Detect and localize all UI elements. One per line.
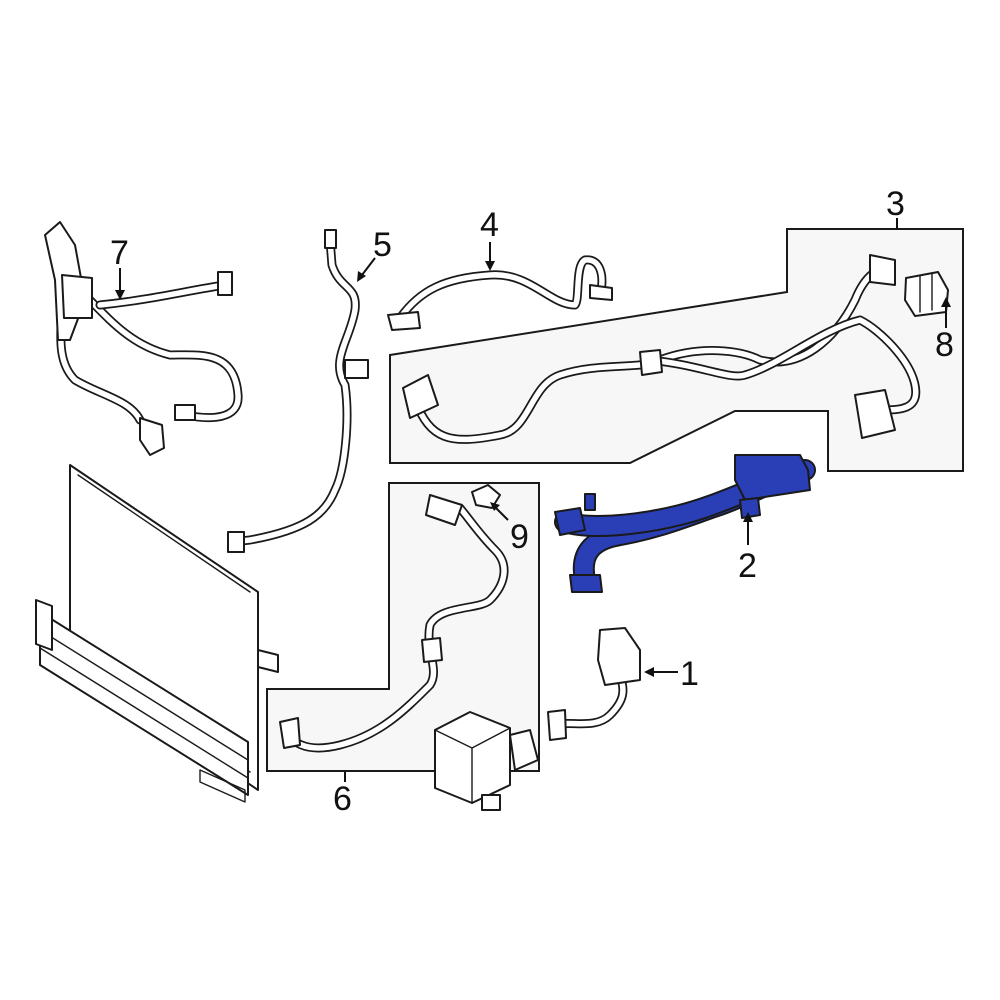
part-7-hose bbox=[44, 221, 243, 456]
part-3-hose bbox=[402, 254, 921, 444]
callout-7: 7 bbox=[110, 234, 129, 272]
part-2-highlighted-hose bbox=[554, 454, 816, 593]
part-1-line bbox=[547, 627, 641, 741]
callout-leaders bbox=[115, 218, 951, 782]
callout-2: 2 bbox=[738, 547, 757, 585]
callout-9: 9 bbox=[510, 518, 529, 556]
callout-5: 5 bbox=[373, 226, 392, 264]
callout-1: 1 bbox=[680, 655, 699, 693]
group-box-part-3 bbox=[389, 228, 964, 472]
part-6-hose bbox=[279, 494, 509, 753]
callout-6: 6 bbox=[333, 780, 352, 818]
part-5-line bbox=[227, 229, 369, 553]
callout-8: 8 bbox=[935, 326, 954, 364]
condenser bbox=[35, 464, 279, 803]
group-box-part-6-body bbox=[266, 482, 540, 772]
part-9-fitting bbox=[471, 484, 501, 509]
part-8-connector bbox=[904, 271, 949, 317]
part-4-hose bbox=[387, 255, 613, 331]
callout-3: 3 bbox=[886, 185, 905, 223]
callout-4: 4 bbox=[480, 206, 499, 244]
valve-block bbox=[434, 711, 539, 811]
